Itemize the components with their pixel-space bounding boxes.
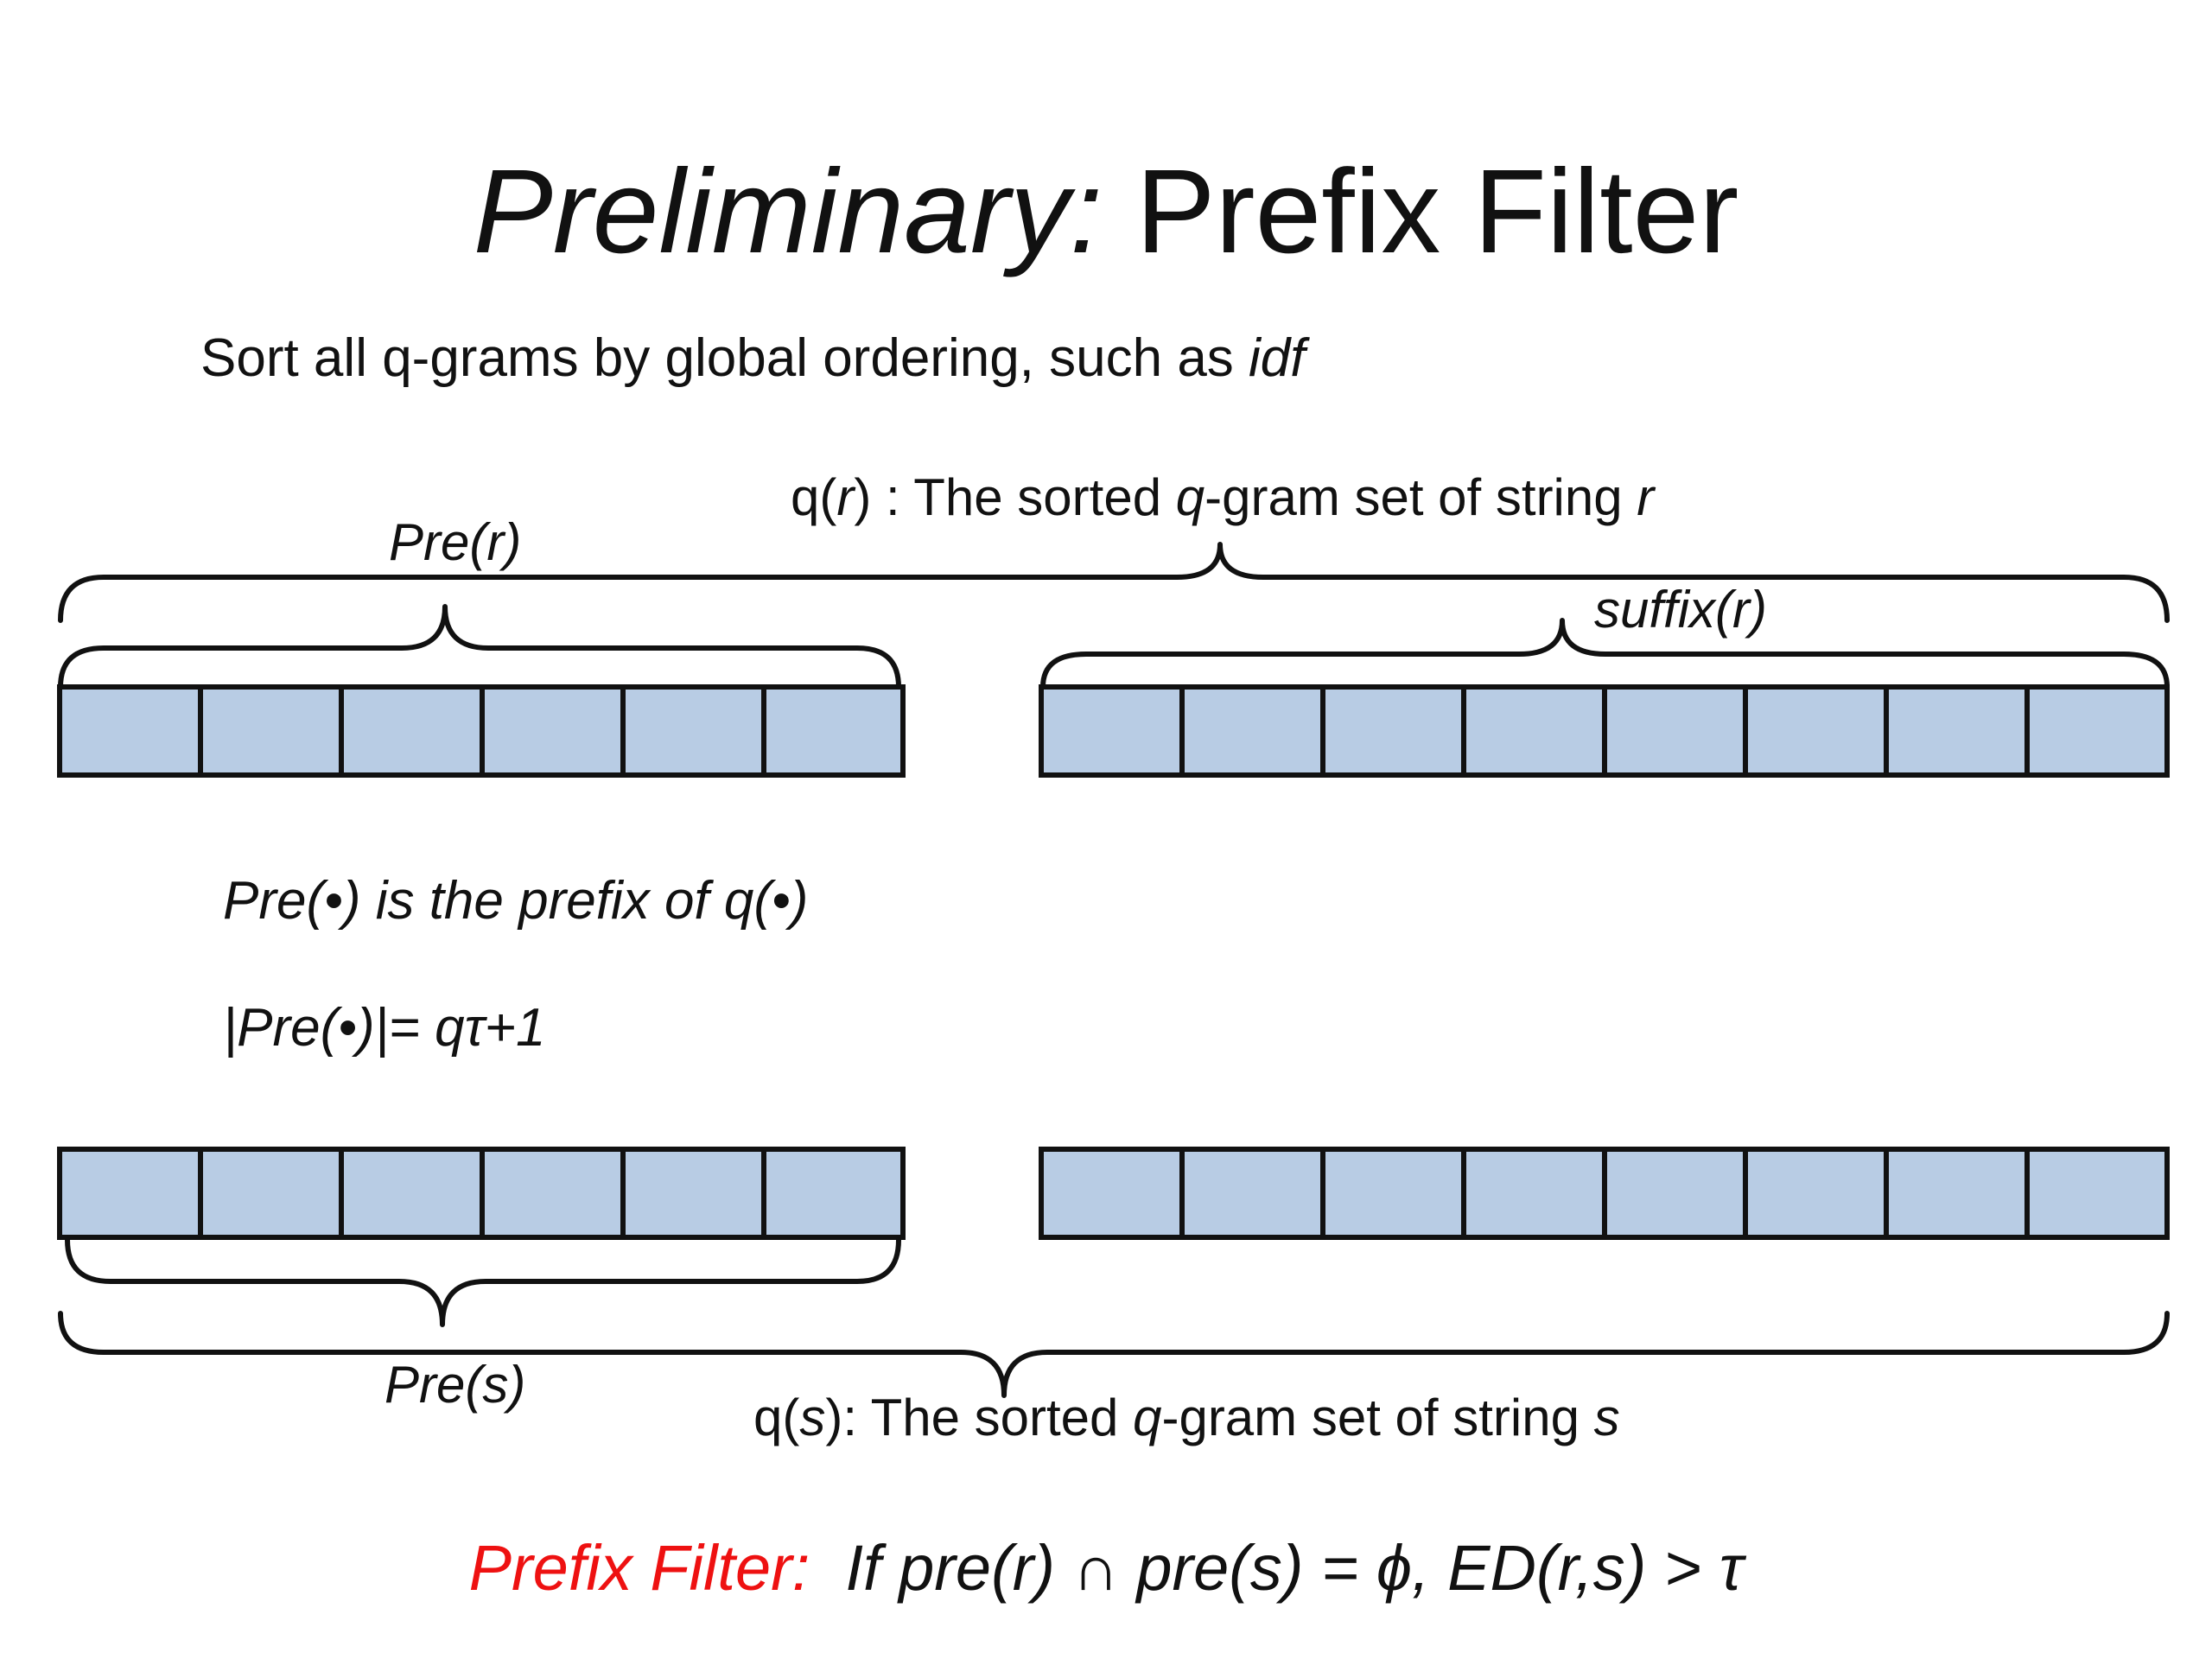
s-cell (1884, 1147, 2030, 1240)
s-right-cells (1039, 1147, 2170, 1240)
s-cell (198, 1147, 344, 1240)
ordering-text: Sort all q-grams by global ordering, suc… (200, 328, 1249, 388)
qs-label-c: ): The sorted (825, 1389, 1134, 1446)
r-cell (1039, 684, 1185, 778)
title-italic: Preliminary: (473, 145, 1103, 278)
r-right-cells (1039, 684, 2170, 778)
r-cell (339, 684, 485, 778)
qs-label-string: s (1593, 1389, 1620, 1446)
pre-r-label: Pre(r) (389, 513, 522, 571)
qs-label-var: s (799, 1389, 826, 1446)
s-cell (480, 1147, 626, 1240)
qr-label: q(r) : The sorted q-gram set of string r (791, 465, 1654, 531)
r-cell (480, 684, 626, 778)
r-cell (761, 684, 906, 778)
ordering-statement: Sort all q-grams by global ordering, suc… (200, 324, 1306, 393)
r-left-cells (57, 684, 906, 778)
title-main: Prefix Filter (1135, 145, 1739, 278)
ordering-italic: idf (1249, 328, 1306, 388)
s-cell (1039, 1147, 1185, 1240)
pre-r-brace (58, 604, 901, 690)
r-cell (57, 684, 203, 778)
slide-title: Preliminary: Prefix Filter (0, 143, 2212, 281)
suffix-r-brace (1040, 618, 2170, 690)
pre-s-label: Pre(s) (385, 1356, 526, 1414)
r-cell (1320, 684, 1466, 778)
r-cell (1884, 684, 2030, 778)
s-cell (339, 1147, 485, 1240)
r-cell (1743, 684, 1889, 778)
s-cell (1461, 1147, 1607, 1240)
qs-label: q(s): The sorted q-gram set of string s (753, 1385, 1620, 1451)
s-cell (57, 1147, 203, 1240)
s-cell (1743, 1147, 1889, 1240)
rule-body: If pre(r) ∩ pre(s) = ϕ, ED(r,s) > τ (845, 1532, 1744, 1604)
qr-label-var: r (836, 468, 855, 526)
s-cell (1602, 1147, 1748, 1240)
prefix-length: |Pre(•)|= qτ+1 (223, 998, 546, 1058)
qr-label-c: ) : The sorted (854, 468, 1176, 526)
qr-label-q: q (1175, 468, 1205, 526)
s-cell (620, 1147, 766, 1240)
prefix-filter-rule: Prefix Filter: If pre(r) ∩ pre(s) = ϕ, E… (0, 1529, 2212, 1607)
qs-brace (58, 1311, 2170, 1398)
qr-brace (58, 542, 2170, 623)
qr-label-a: q( (791, 468, 837, 526)
suffix-r-label: suffix(r) (1594, 581, 1767, 639)
s-cell (1320, 1147, 1466, 1240)
s-cell (2024, 1147, 2170, 1240)
s-left-cells (57, 1147, 906, 1240)
qs-label-e: -gram set of string (1161, 1389, 1594, 1446)
qr-label-e: -gram set of string (1205, 468, 1637, 526)
qs-label-a: q( (753, 1389, 800, 1446)
r-cell (2024, 684, 2170, 778)
r-cell (1602, 684, 1748, 778)
s-cell (761, 1147, 906, 1240)
r-cell (1179, 684, 1325, 778)
r-cell (620, 684, 766, 778)
r-cell (198, 684, 344, 778)
rule-lead: Prefix Filter: (468, 1532, 810, 1604)
s-cell (1179, 1147, 1325, 1240)
r-cell (1461, 684, 1607, 778)
qs-label-q: q (1133, 1389, 1162, 1446)
qr-label-string: r (1637, 468, 1655, 526)
pre-s-brace (65, 1237, 901, 1327)
prefix-definition: Pre(•) is the prefix of q(•) (223, 871, 809, 931)
